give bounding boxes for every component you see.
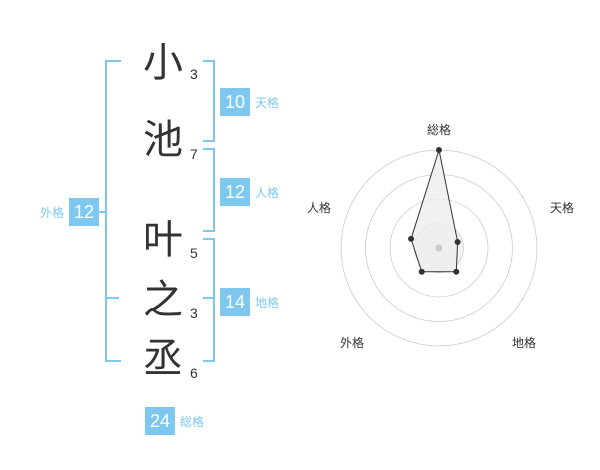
chikaku-badge: 14 地格 bbox=[220, 288, 279, 316]
chikaku-bracket bbox=[203, 238, 215, 362]
radar-point bbox=[408, 235, 415, 242]
tenkaku-badge: 10 天格 bbox=[220, 88, 279, 116]
gaikaku-bracket bbox=[105, 60, 121, 362]
soukaku-badge: 24 総格 bbox=[145, 407, 204, 435]
radar-point bbox=[436, 147, 442, 153]
jinkaku-badge: 12 人格 bbox=[220, 178, 279, 206]
radar-center-dot bbox=[435, 244, 443, 252]
soukaku-value: 24 bbox=[145, 407, 175, 435]
radar-point bbox=[418, 268, 425, 275]
stroke-count-5: 6 bbox=[190, 365, 198, 381]
stroke-count-2: 7 bbox=[190, 146, 198, 162]
tenkaku-bracket bbox=[203, 60, 215, 142]
jinkaku-label: 人格 bbox=[255, 185, 280, 200]
chikaku-label: 地格 bbox=[255, 295, 280, 310]
radar-points bbox=[408, 147, 461, 275]
name-char-1: 小 bbox=[143, 40, 183, 86]
name-char-2: 池 bbox=[143, 117, 183, 163]
tenkaku-value: 10 bbox=[220, 88, 250, 116]
radar-label-jinkaku: 人格 bbox=[307, 200, 331, 215]
gaikaku-bracket-tick bbox=[96, 211, 106, 213]
radar-label-soukaku: 総格 bbox=[427, 122, 451, 137]
gaikaku-value: 12 bbox=[69, 198, 100, 226]
gaikaku-label: 外格 bbox=[40, 205, 65, 220]
radar-label-tenkaku: 天格 bbox=[550, 200, 574, 215]
radar-label-chikaku: 地格 bbox=[512, 335, 536, 350]
stroke-count-1: 3 bbox=[190, 66, 198, 82]
radar-point bbox=[453, 268, 460, 275]
jinkaku-value: 12 bbox=[220, 178, 250, 206]
gaikaku-inner-tick bbox=[106, 297, 119, 299]
soukaku-label: 総格 bbox=[180, 414, 205, 429]
radar-polygon bbox=[410, 149, 459, 273]
tenkaku-label: 天格 bbox=[255, 95, 280, 110]
stroke-count-3: 5 bbox=[190, 245, 198, 261]
name-char-5: 丞 bbox=[143, 336, 183, 382]
name-char-3: 叶 bbox=[143, 217, 183, 263]
radar-label-gaikaku: 外格 bbox=[340, 335, 364, 350]
jinkaku-bracket bbox=[203, 148, 215, 232]
stroke-count-4: 3 bbox=[190, 305, 198, 321]
radar-point bbox=[454, 238, 461, 245]
chikaku-inner-tick bbox=[203, 297, 213, 299]
name-char-4: 之 bbox=[143, 277, 183, 323]
gaikaku-badge: 外格 12 bbox=[40, 198, 100, 226]
chikaku-value: 14 bbox=[220, 288, 250, 316]
